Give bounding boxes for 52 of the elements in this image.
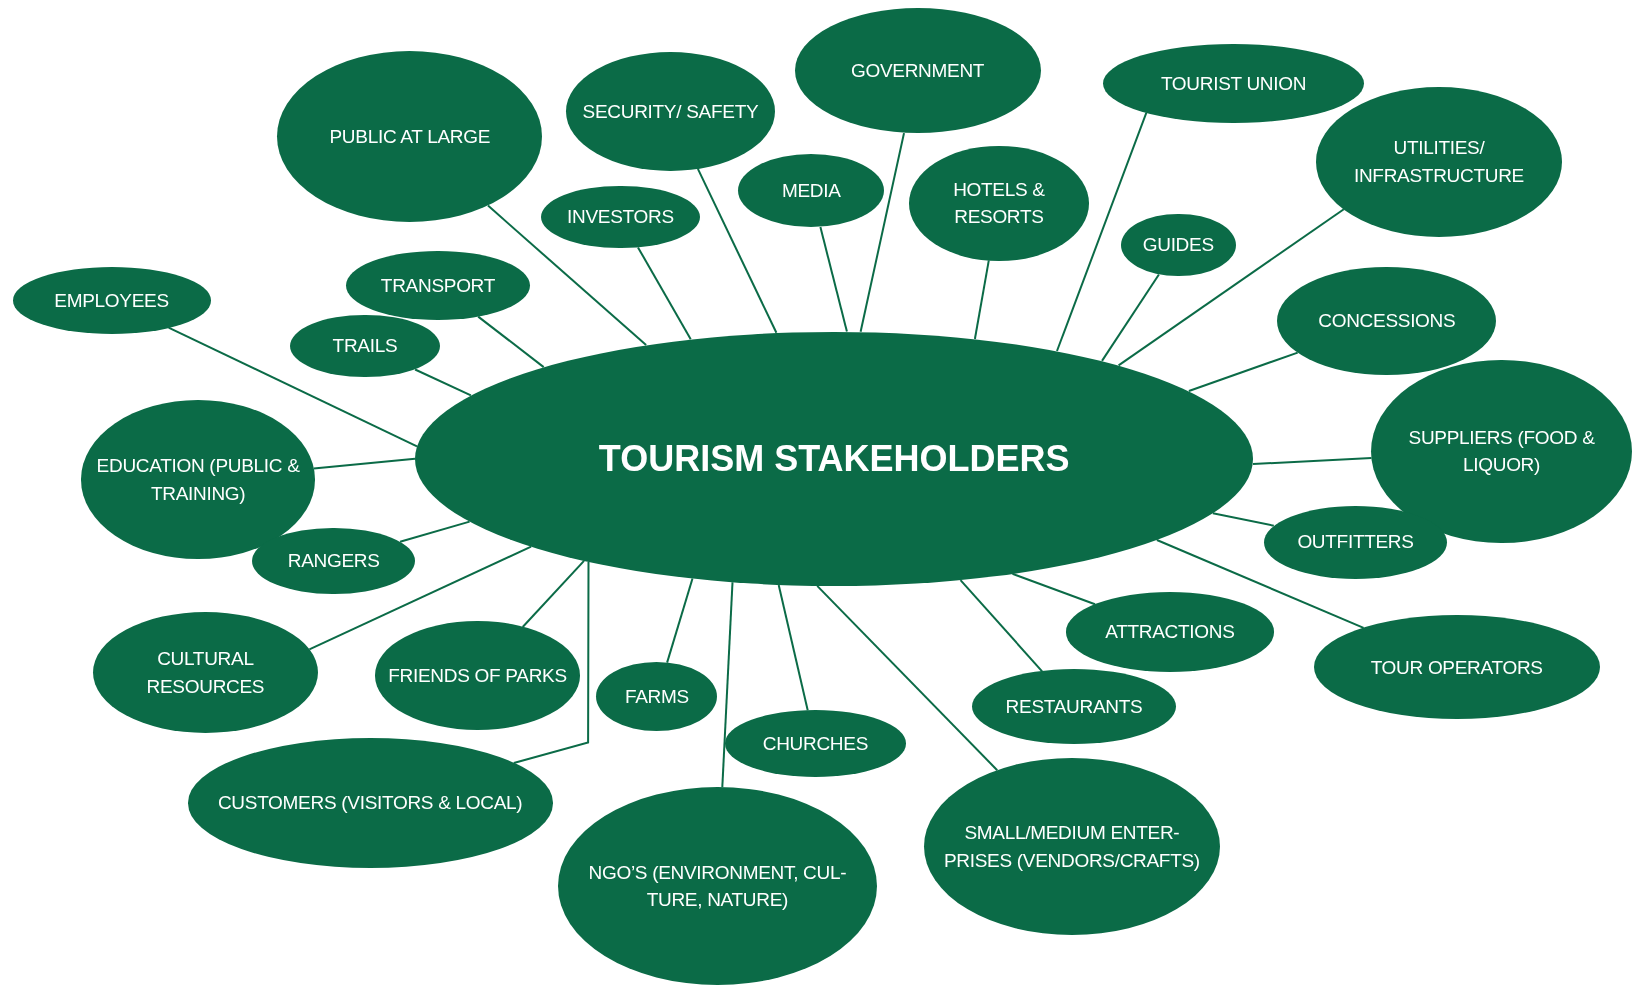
- stakeholder-ellipse: TRANSPORT: [346, 251, 530, 321]
- connector-line: [521, 559, 585, 628]
- connector-line: [973, 259, 990, 340]
- connector-line: [819, 226, 848, 333]
- connector-line: [1117, 208, 1345, 367]
- stakeholder-ellipse: SMALL/MEDIUM ENTER- PRISES (VENDORS/CRAFTS): [923, 758, 1220, 936]
- hub-ellipse: TOURISM STAKEHOLDERS: [415, 331, 1254, 586]
- stakeholder-ellipse: GUIDES: [1120, 213, 1236, 277]
- stakeholder-ellipse: OUTFITTERS: [1263, 505, 1448, 579]
- connector-line: [167, 326, 418, 448]
- connector-line: [1101, 273, 1160, 362]
- stakeholder-ellipse: TOUR OPERATORS: [1313, 615, 1600, 720]
- stakeholder-ellipse: SECURITY/ SAFETY: [566, 52, 775, 171]
- connector-line: [477, 315, 545, 369]
- stakeholder-ellipse: CONCESSIONS: [1277, 266, 1497, 376]
- connector-line: [512, 560, 590, 764]
- connector-line: [487, 204, 648, 347]
- stakeholder-ellipse: CHURCHES: [724, 710, 907, 777]
- connector-line: [414, 368, 472, 397]
- connector-line: [777, 583, 809, 712]
- connector-line: [1252, 457, 1373, 465]
- connector-line: [1211, 512, 1275, 527]
- stakeholder-ellipse: TOURIST UNION: [1103, 43, 1364, 123]
- stakeholder-ellipse: INVESTORS: [541, 185, 700, 249]
- connector-line: [859, 132, 905, 333]
- connector-line: [959, 579, 1044, 673]
- stakeholder-ellipse: MEDIA: [738, 154, 885, 228]
- stakeholder-ellipse: RESTAURANTS: [971, 669, 1177, 745]
- connector-line: [637, 246, 692, 341]
- stakeholder-ellipse: HOTELS & RESORTS: [909, 145, 1089, 261]
- stakeholder-ellipse: UTILITIES/ INFRASTRUCTURE: [1315, 86, 1562, 237]
- connector-line: [721, 581, 734, 789]
- connector-line: [816, 584, 999, 772]
- stakeholder-ellipse: CULTURAL RESOURCES: [92, 612, 318, 734]
- connector-line: [1155, 539, 1365, 629]
- connector-line: [308, 545, 533, 651]
- connector-line: [1056, 111, 1148, 352]
- connector-line: [1011, 572, 1096, 606]
- stakeholder-ellipse: FRIENDS OF PARKS: [375, 621, 580, 730]
- stakeholder-ellipse: RANGERS: [252, 527, 415, 595]
- connector-line: [399, 520, 471, 543]
- stakeholder-ellipse: FARMS: [596, 662, 718, 731]
- connector-line: [666, 577, 694, 664]
- stakeholder-ellipse: GOVERNMENT: [794, 8, 1041, 134]
- stakeholder-ellipse: NGO’S (ENVIRONMENT, CUL- TURE, NATURE): [557, 787, 877, 985]
- connector-line: [312, 457, 416, 470]
- connector-line: [1187, 351, 1299, 392]
- stakeholder-ellipse: CUSTOMERS (VISITORS & LOCAL): [187, 738, 553, 868]
- stakeholder-ellipse: TRAILS: [289, 314, 440, 378]
- stakeholder-ellipse: ATTRACTIONS: [1065, 592, 1275, 672]
- stakeholder-ellipse: PUBLIC AT LARGE: [277, 51, 543, 223]
- stakeholder-ellipse: EMPLOYEES: [12, 266, 211, 334]
